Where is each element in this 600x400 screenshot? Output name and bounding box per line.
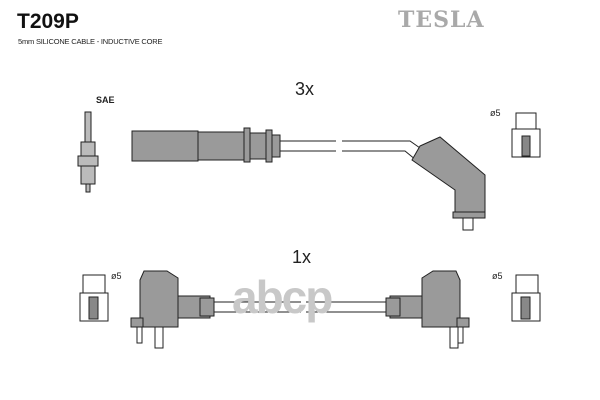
left-terminal-icon [79,274,109,322]
top-terminal-icon [511,112,541,158]
top-cable [280,140,421,161]
left-coil-boot [130,270,215,349]
angled-boot [411,136,486,231]
top-terminal-label: ø5 [490,108,501,118]
watermark: abcp [232,271,333,323]
right-coil-boot [385,270,470,349]
straight-boot [131,127,281,163]
bottom-quantity: 1x [292,247,312,267]
brand-logo: TESLA [398,7,485,33]
description: 5mm SILICONE CABLE - INDUCTIVE CORE [18,37,163,46]
right-terminal-icon [511,274,541,322]
left-terminal-label: ø5 [111,271,122,281]
part-number: T209P [17,10,79,33]
spark-plug-icon [77,111,99,193]
right-terminal-label: ø5 [492,271,503,281]
top-quantity: 3x [295,79,315,99]
plug-label: SAE [96,95,115,105]
bottom-cable [214,301,398,313]
